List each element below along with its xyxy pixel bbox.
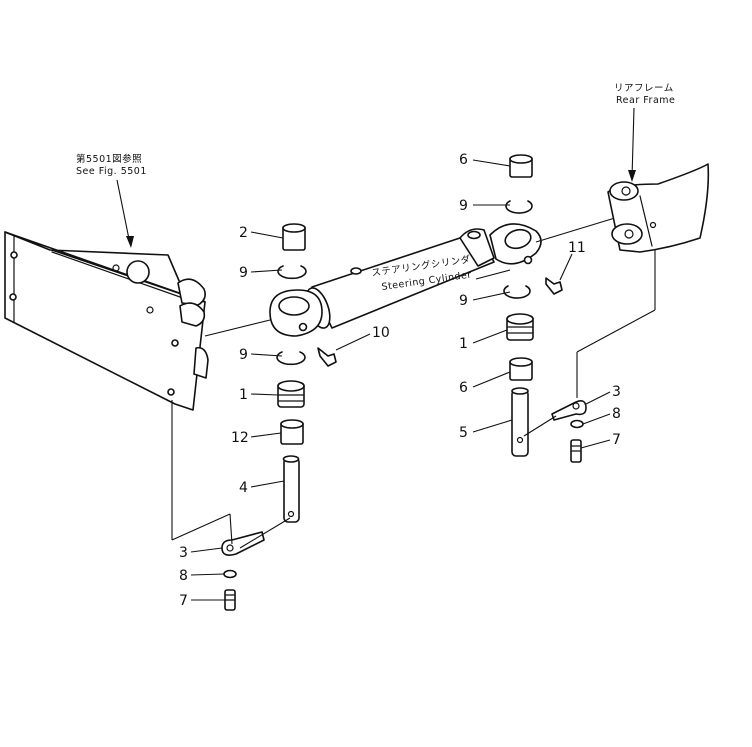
steering-cylinder [204,213,629,337]
snap-ring-lower-right [503,285,531,299]
grease-fitting-right [545,277,563,295]
rear-frame-en: Rear Frame [616,95,675,106]
part-number: 3 [612,384,621,400]
part-number: 9 [459,293,468,309]
bolt-left [224,589,236,611]
bushing-lower-right [509,357,533,381]
spacer-left [280,419,304,445]
part-number: 8 [612,406,621,422]
bushing-left [282,223,306,251]
plate-left [221,531,265,556]
leader-lines [190,159,611,601]
part-number: 3 [179,545,188,561]
assembly-lines [171,250,656,549]
part-number: 1 [239,387,248,403]
snap-ring-lower-left [276,351,306,366]
part-number: 4 [239,480,248,496]
front-ref-jp: 第5501図参照 [76,153,142,165]
part-number: 6 [459,152,468,168]
part-number: 1 [459,336,468,352]
part-number: 2 [239,225,248,241]
part-number: 9 [239,265,248,281]
bolt-right [570,439,582,463]
snap-ring-upper-left [277,265,307,280]
front-ref-en: See Fig. 5501 [76,166,147,177]
seal-right [506,313,534,341]
snap-ring-upper-right [505,200,533,214]
pin-left [282,455,300,523]
front-frame-bracket [4,231,209,411]
part-number: 12 [231,430,249,446]
rear-frame-bracket [607,163,710,253]
grease-fitting-left [317,347,337,367]
washer-right [570,419,584,429]
part-number: 9 [459,198,468,214]
part-number: 10 [372,325,390,341]
bushing-top-right [509,154,533,178]
part-number: 6 [459,380,468,396]
callout-arrows [116,107,636,248]
part-number: 11 [568,240,586,256]
washer-left [223,569,237,579]
part-number: 9 [239,347,248,363]
part-number: 8 [179,568,188,584]
pin-right [511,387,529,457]
part-number: 5 [459,425,468,441]
rear-frame-jp: リアフレーム [614,83,674,94]
part-number: 7 [179,593,188,609]
seal-left [277,380,305,408]
plate-right [551,400,587,421]
part-number: 7 [612,432,621,448]
